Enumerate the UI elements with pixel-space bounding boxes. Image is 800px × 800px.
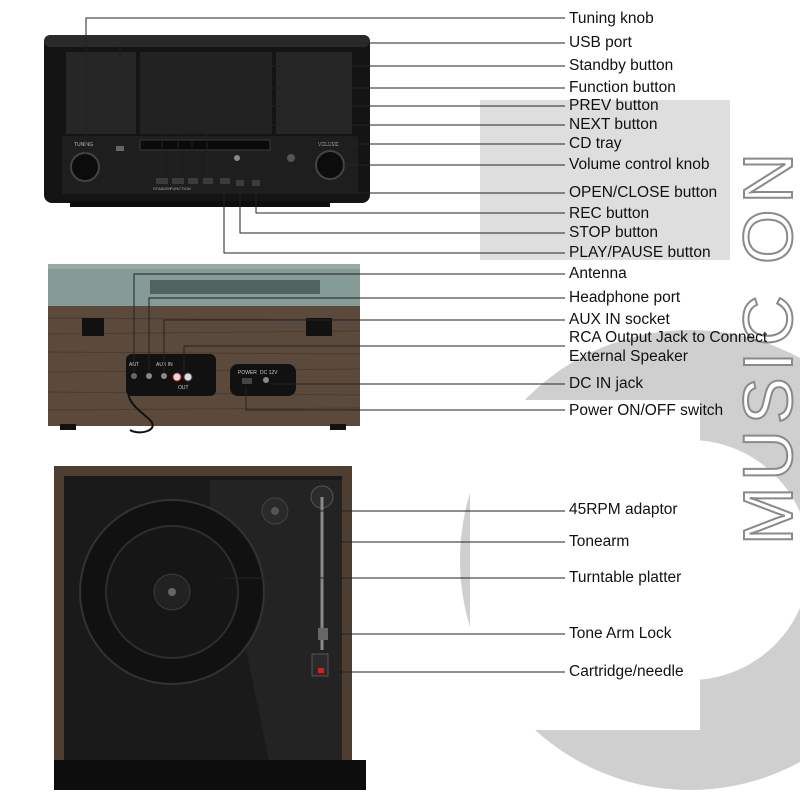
label-function: FUNCTION: [170, 186, 191, 191]
callout-volume-knob: Volume control knob: [569, 156, 710, 173]
antenna-wire: [127, 379, 154, 434]
play-pause-button-shape: [220, 178, 230, 184]
next-button-shape: [203, 178, 213, 184]
callout-antenna: Antenna: [569, 265, 627, 282]
cd-tray-slot: [139, 139, 271, 151]
callout-platter: Turntable platter: [569, 569, 682, 586]
power-switch-shape: [242, 378, 252, 384]
callout-open-close-button: OPEN/CLOSE button: [569, 184, 718, 201]
label-power: POWER: [238, 370, 257, 376]
label-tuning: TUNING: [74, 142, 94, 148]
rec-button-shape: [252, 180, 260, 186]
antenna-jack: [131, 373, 137, 379]
headphone-jack: [146, 373, 152, 379]
callout-rec-button: REC button: [569, 205, 650, 222]
rca-right-jack: [183, 372, 193, 382]
callout-tuning-knob: Tuning knob: [569, 10, 654, 27]
callout-power-switch: Power ON/OFF switch: [569, 402, 724, 419]
callout-prev-button: PREV button: [569, 97, 659, 114]
callout-aux-in-socket: AUX IN socket: [569, 311, 670, 328]
callout-dc-in-jack: DC IN jack: [569, 375, 644, 392]
label-out: OUT: [178, 385, 189, 391]
callout-cartridge-needle: Cartridge/needle: [569, 663, 684, 680]
open-close-button-shape: [287, 154, 295, 162]
callout-tone-arm-lock: Tone Arm Lock: [569, 625, 672, 642]
stop-button-shape: [236, 180, 244, 186]
callout-cd-tray: CD tray: [569, 135, 622, 152]
dc-jack: [263, 377, 269, 383]
tuning-knob-shape: [70, 152, 100, 182]
callout-usb-port: USB port: [569, 34, 632, 51]
callout-next-button: NEXT button: [569, 116, 658, 133]
callout-tonearm: Tonearm: [569, 533, 630, 550]
callout-play-pause-button: PLAY/PAUSE button: [569, 244, 711, 261]
callout-rpm-adaptor: 45RPM adaptor: [569, 501, 678, 518]
left-speaker-grille: [66, 52, 136, 134]
right-hinge: [306, 318, 332, 336]
callout-rca-output-cont: External Speaker: [569, 348, 688, 365]
label-dc12v: DC 12V: [260, 370, 278, 376]
callout-standby-button: Standby button: [569, 57, 674, 74]
callout-headphone-port: Headphone port: [569, 289, 681, 306]
usb-port-shape: [116, 146, 124, 151]
brand-logo: [460, 100, 800, 790]
rca-left-jack: [172, 372, 182, 382]
callout-stop-button: STOP button: [569, 224, 659, 241]
prev-button-shape: [188, 178, 198, 184]
left-hinge: [82, 318, 104, 336]
tone-arm-lock-shape: [318, 628, 328, 640]
function-button-shape: [172, 178, 184, 184]
callout-function-button: Function button: [569, 79, 676, 96]
callout-rca-output: RCA Output Jack to Connect: [569, 329, 768, 346]
label-standby: STANDBY: [153, 186, 172, 191]
display-indicator: [234, 155, 240, 161]
label-volume: VOLUME: [318, 142, 340, 148]
standby-button-shape: [156, 178, 168, 184]
aux-in-jack: [161, 373, 167, 379]
